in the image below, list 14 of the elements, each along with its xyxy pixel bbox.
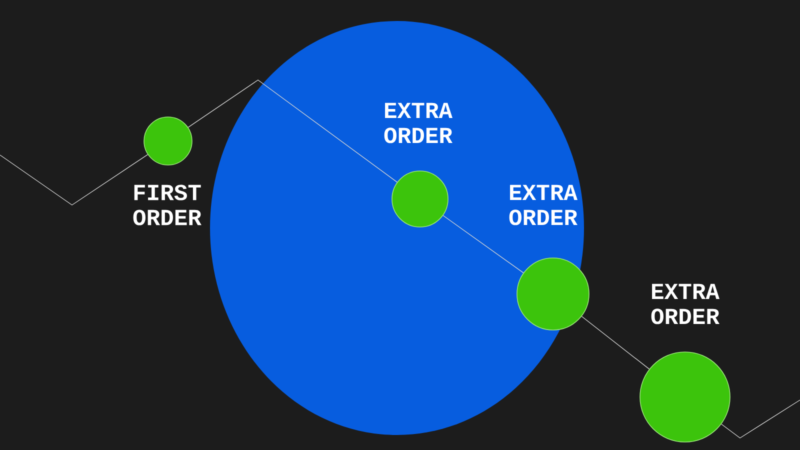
large-circle	[210, 21, 584, 435]
label: EXTRA ORDER	[384, 102, 452, 144]
circle	[516, 258, 590, 330]
line	[581, 316, 650, 370]
circle	[392, 170, 448, 228]
label: FIRST ORDER	[133, 184, 202, 226]
circle	[144, 116, 192, 166]
line	[721, 400, 800, 438]
line	[188, 80, 398, 183]
circle	[640, 352, 730, 442]
line	[442, 215, 524, 274]
label: EXTRA ORDER	[509, 184, 578, 226]
line	[0, 154, 148, 206]
label: EXTRA ORDER	[651, 284, 720, 324]
